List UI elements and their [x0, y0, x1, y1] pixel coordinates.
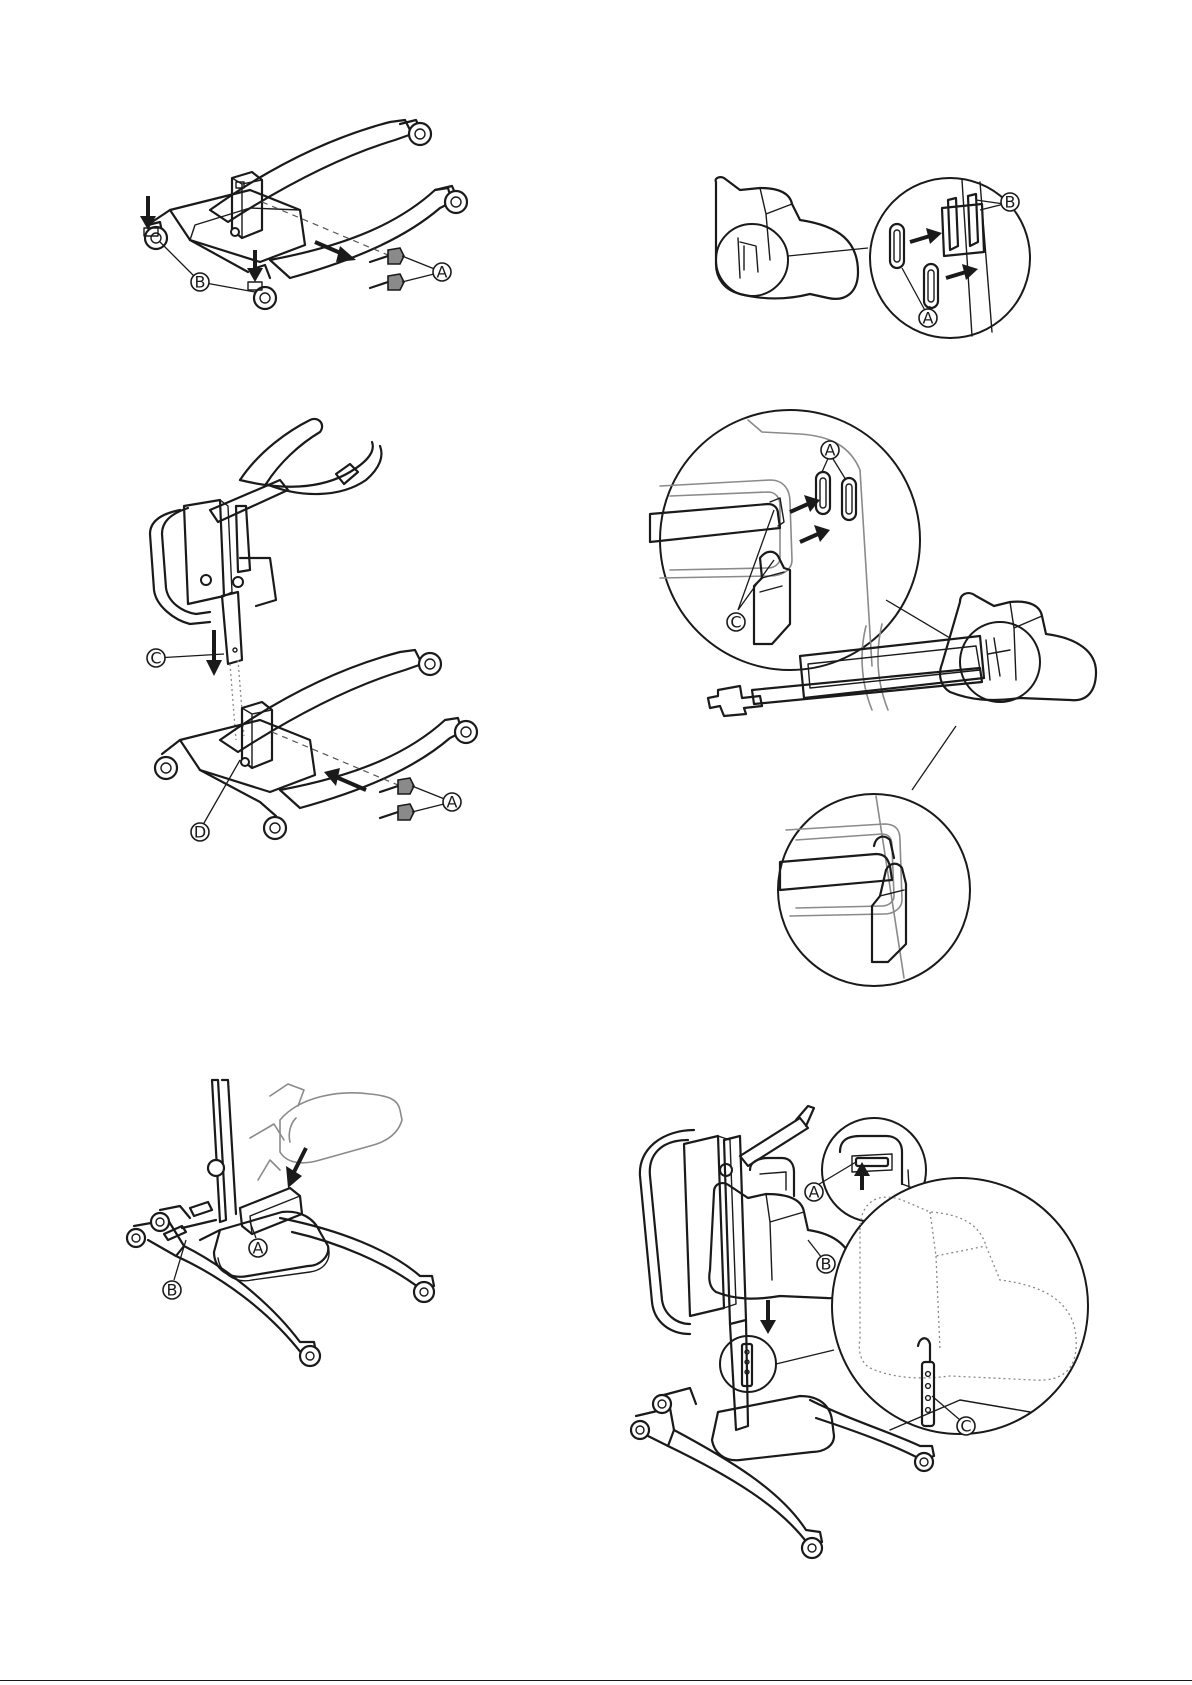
callout-a: A: [821, 441, 839, 460]
svg-text:A: A: [809, 1183, 820, 1202]
figure-5-footplate: A B: [120, 1080, 520, 1370]
callout-c: C: [147, 649, 165, 668]
rear-leg: [280, 1218, 434, 1290]
figure-4-strap-attachment: A C: [650, 410, 1130, 990]
mast: [212, 1080, 226, 1222]
callout-b: B: [163, 1281, 181, 1300]
rear-leg: [220, 650, 422, 752]
callout-a: A: [249, 1239, 267, 1258]
knee-pad: [716, 177, 858, 299]
figure-3-mast-insertion: C D A: [140, 410, 520, 890]
arrow-footplate-down: [286, 1148, 306, 1188]
svg-text:A: A: [447, 793, 458, 812]
chassis: [170, 190, 305, 262]
actuator: [184, 500, 224, 604]
detail-circle-small: [960, 622, 1040, 702]
svg-text:A: A: [437, 263, 448, 282]
bolt-upper: [398, 778, 414, 794]
footer-rule: [0, 1680, 1192, 1681]
arrow-pad-down: [760, 1300, 776, 1334]
figure-6-kneepad-mounting: A B C: [630, 1100, 1100, 1570]
svg-text:B: B: [1005, 193, 1016, 212]
actuator: [684, 1136, 724, 1316]
svg-text:B: B: [167, 1281, 178, 1300]
callout-a: A: [919, 309, 937, 328]
chassis-edge: [190, 208, 300, 240]
callout-a: A: [805, 1183, 823, 1202]
figure-1-drawing: B A: [130, 110, 510, 350]
callout-b: B: [817, 1255, 835, 1274]
svg-text:A: A: [825, 441, 836, 460]
bolt-lower: [370, 274, 404, 290]
callout-b: B: [1001, 193, 1019, 212]
svg-text:C: C: [730, 613, 741, 632]
detail-circle-bottom: [778, 794, 970, 986]
piston: [236, 506, 250, 572]
arrow-bolt-insert: [324, 768, 366, 790]
knee-pad: [709, 1183, 852, 1299]
svg-text:D: D: [194, 823, 206, 842]
callout-c: C: [727, 613, 745, 632]
figure-3-drawing: C D A: [140, 410, 520, 890]
svg-text:C: C: [960, 1417, 971, 1436]
arrow-mast-down: [206, 630, 222, 676]
front-leg: [668, 1430, 822, 1544]
callout-d: D: [191, 823, 209, 842]
svg-text:B: B: [821, 1255, 832, 1274]
mast-c: [222, 592, 242, 664]
svg-text:B: B: [195, 273, 206, 292]
figure-5-drawing: A B: [120, 1080, 520, 1370]
bolt-lower: [398, 804, 414, 820]
chassis: [180, 720, 315, 792]
figure-4-drawing: A C: [650, 410, 1130, 990]
callout-c: C: [957, 1417, 975, 1436]
footplate: [712, 1396, 834, 1460]
detail-circle-small: [716, 224, 788, 296]
wheel-rear-right: [400, 120, 431, 145]
detail-circle-bottom: [832, 1178, 1088, 1434]
svg-text:A: A: [923, 309, 934, 328]
bolt-upper: [370, 248, 404, 264]
front-leg: [176, 1246, 316, 1354]
callout-b: B: [191, 273, 209, 292]
footplate: [214, 1212, 328, 1277]
figure-2-drawing: A B: [710, 160, 1030, 360]
figure-6-drawing: A B C: [630, 1100, 1100, 1570]
rear-leg: [210, 120, 412, 222]
callout-a: A: [433, 263, 451, 282]
figure-2-kneepad-bracket: A B: [710, 160, 1030, 360]
handle-bar: [240, 419, 322, 484]
svg-text:A: A: [253, 1239, 264, 1258]
svg-text:C: C: [150, 649, 161, 668]
figure-1-base-assembly: B A: [130, 110, 510, 350]
arrow-down-left: [140, 196, 156, 230]
callout-a: A: [443, 793, 461, 812]
